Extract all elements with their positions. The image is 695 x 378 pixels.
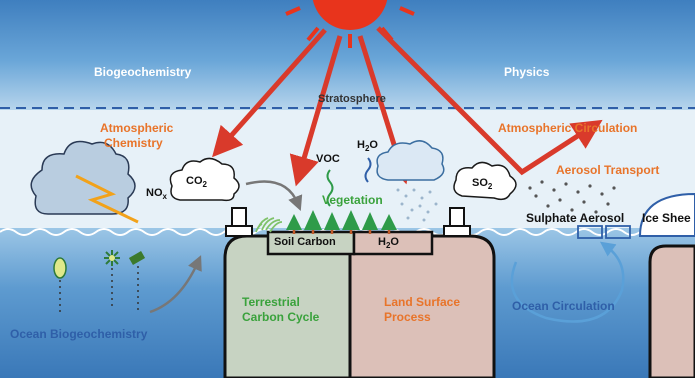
ground-h2o-label: H2O [378,236,399,250]
ocean-circulation-arrow [510,241,625,323]
aerosol-particles [528,180,616,214]
smoke-cloud-icon [453,161,517,201]
tree-icon [286,210,397,234]
land-fragment-right [648,244,695,378]
physics-header: Physics [504,65,550,79]
co2-label: CO2 [186,175,207,189]
aerosol-box-2 [605,225,631,239]
ocean-carbon-arrow [149,255,202,314]
nox-label: NOx [146,187,167,201]
terrestrial-carbon-cycle-line2: Carbon Cycle [242,310,320,324]
aerosol-transport-label: Aerosol Transport [556,163,660,177]
terrestrial-carbon-cycle-line1: Terrestrial [242,295,300,309]
so2-label: SO2 [472,177,493,191]
rain-cloud-icon [376,140,445,222]
ocean-circulation-label: Ocean Circulation [512,299,615,313]
plankton-icon [53,250,146,312]
land-surface-process-line2: Process [384,310,431,324]
stratosphere-label: Stratosphere [318,93,386,105]
soil-carbon-label: Soil Carbon [274,236,336,248]
h2o-vapor-label: H2O [357,139,378,153]
aerosol-box-1 [577,225,603,239]
biogeochemistry-header: Biogeochemistry [94,65,192,79]
cloud-icon [169,157,240,202]
atmospheric-chemistry-line1: Atmospheric [100,121,174,135]
land-surface-process-line1: Land Surface [384,295,461,309]
sulphate-aerosol-label: Sulphate Aerosol [526,211,625,225]
voc-label: VOC [316,153,340,165]
atmospheric-circulation-label: Atmospheric Circulation [498,121,638,135]
grass-icon [255,217,283,233]
voc-emission-icon [326,169,334,207]
ground-water-box [352,230,434,256]
ocean-biogeochemistry-label: Ocean Biogeochemistry [10,327,148,341]
chimney-icon [225,207,253,237]
sun-icon [285,0,415,48]
evaporation-icon [364,157,372,183]
atmospheric-chemistry-line2: Chemistry [104,136,163,150]
land-block [223,234,496,378]
co2-uptake-arrow [245,180,303,211]
chimney-icon-2 [443,207,471,237]
lightning-icon [75,174,139,224]
ice-sheet-label: Ice Shee [642,211,691,225]
vegetation-label: Vegetation [322,193,383,207]
